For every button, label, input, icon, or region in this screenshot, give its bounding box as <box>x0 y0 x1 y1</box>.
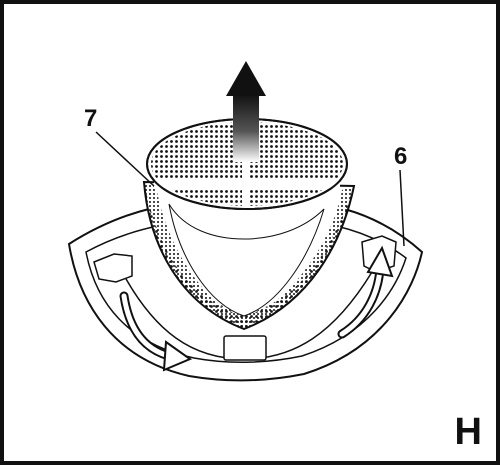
rotate-right-arrow-icon <box>337 245 394 339</box>
rotate-left-arrow-icon <box>119 291 193 372</box>
filter-removal-illustration <box>67 61 424 382</box>
leader-line-7 <box>95 131 155 187</box>
filter-body <box>142 180 356 331</box>
arrow-up-icon <box>226 61 266 162</box>
callout-7-label: 7 <box>84 105 98 132</box>
leader-line-6 <box>399 169 405 247</box>
filter-top <box>146 116 348 210</box>
callout-6-label: 6 <box>394 143 408 170</box>
panel-letter: H <box>454 411 482 453</box>
